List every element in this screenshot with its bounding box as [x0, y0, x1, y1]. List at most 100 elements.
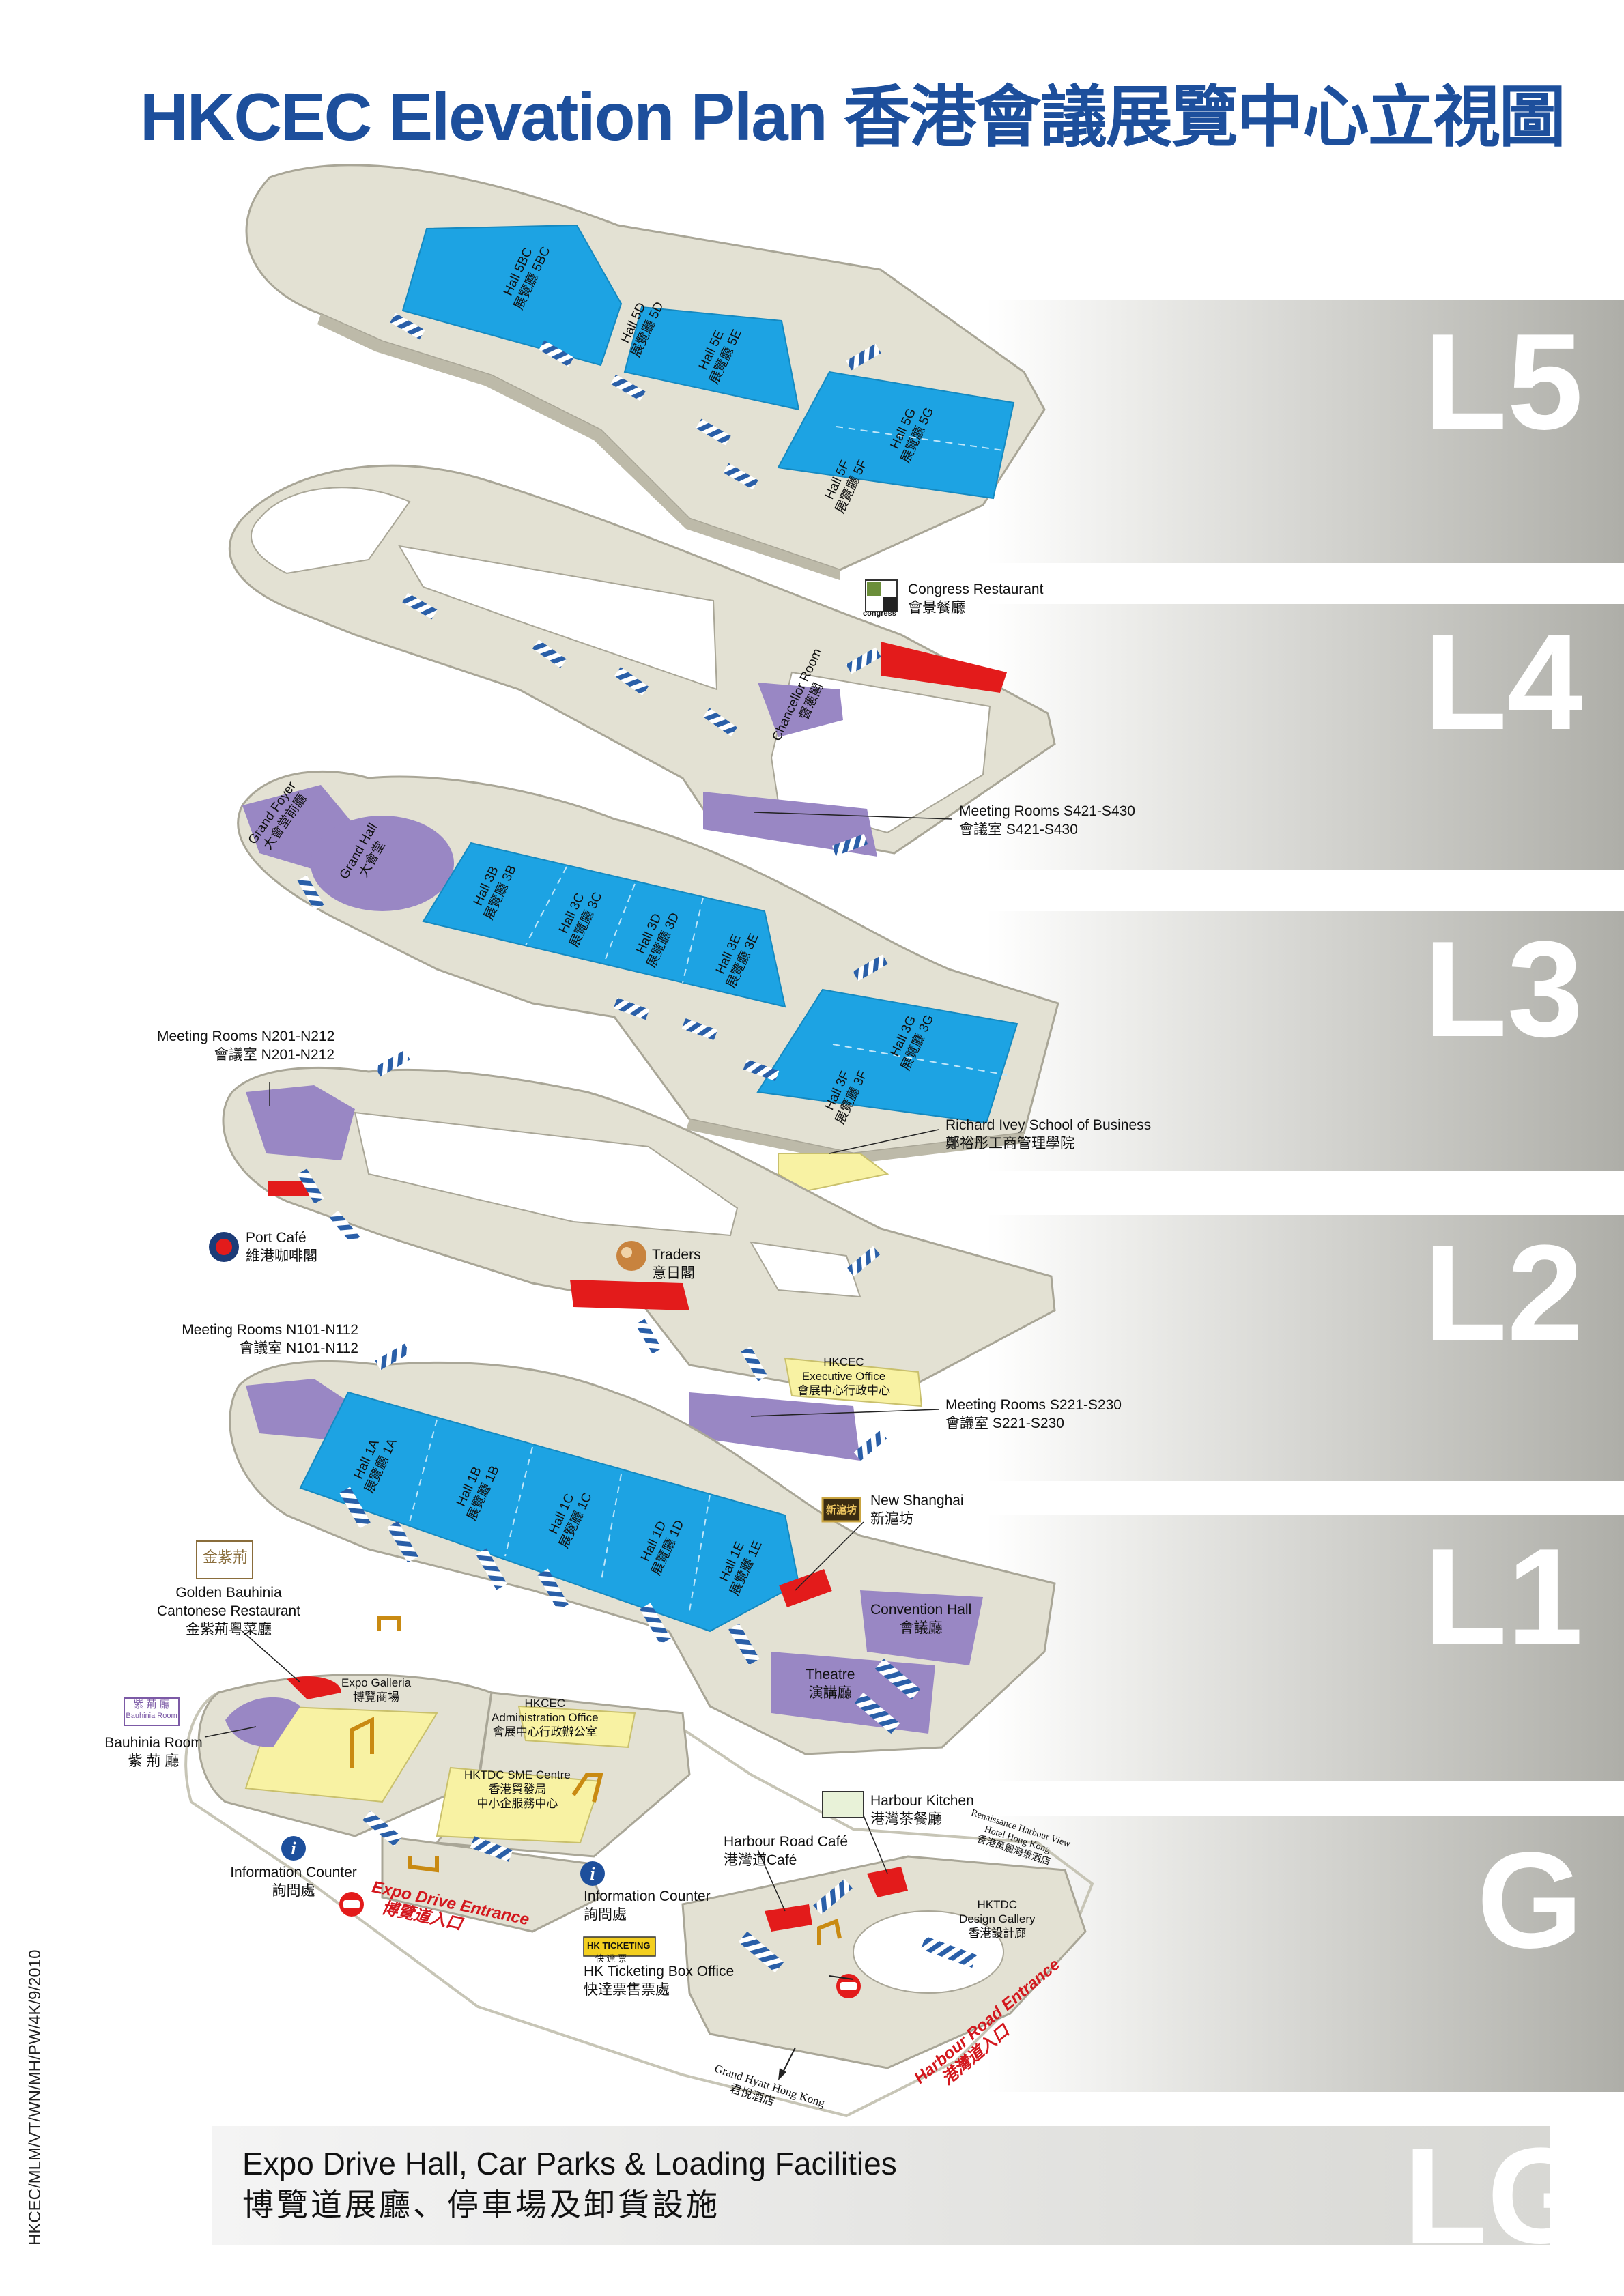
escalator[interactable]: [640, 1603, 671, 1645]
escalator[interactable]: [390, 313, 425, 340]
meeting-rooms-s221-floor[interactable]: [689, 1392, 860, 1461]
escalator[interactable]: [846, 343, 881, 371]
hall-1abcde-floor[interactable]: [299, 1391, 800, 1633]
convention-hall-floor[interactable]: [860, 1590, 983, 1665]
escalator[interactable]: [297, 1168, 324, 1204]
level-label-l1: L1: [1423, 1521, 1583, 1673]
meeting-rooms-n101-floor[interactable]: [246, 1379, 355, 1440]
arrow-icon: [778, 2068, 786, 2080]
car-entrance-icon: [836, 1974, 861, 1998]
hall-5fg-floor[interactable]: [777, 371, 1015, 500]
ticketing-logo-icon: [583, 1936, 656, 1957]
escalator[interactable]: [375, 1343, 410, 1371]
level-label-l5: L5: [1423, 306, 1583, 458]
bauhinia-room-floor[interactable]: [225, 1697, 300, 1747]
escalator[interactable]: [723, 463, 758, 490]
escalator[interactable]: [728, 1623, 760, 1665]
escalator[interactable]: [537, 1568, 569, 1611]
escalator[interactable]: [297, 875, 324, 910]
arrow-icon: [829, 1975, 854, 1980]
congress-restaurant-floor[interactable]: [881, 642, 1007, 693]
escalator[interactable]: [813, 1878, 853, 1915]
escalator[interactable]: [329, 1210, 360, 1244]
escalator[interactable]: [854, 1692, 900, 1734]
hall-5bc-floor[interactable]: [401, 224, 623, 367]
hkcec-executive-office-floor[interactable]: [784, 1357, 923, 1407]
escalator[interactable]: [696, 418, 731, 446]
info-icon[interactable]: i: [580, 1861, 605, 1886]
escalator[interactable]: [470, 1836, 513, 1862]
level-band-l4: L4: [986, 604, 1624, 870]
escalator[interactable]: [476, 1548, 507, 1590]
hall-3fg-floor[interactable]: [756, 988, 1018, 1124]
escalator[interactable]: [853, 1430, 887, 1461]
info-icon[interactable]: i: [281, 1836, 306, 1861]
escalator[interactable]: [920, 1936, 978, 1968]
golden-bauhinia-logo-text: 金紫荊: [202, 1549, 248, 1566]
hall-3bcde-floor[interactable]: [422, 842, 786, 1008]
ivey-school-floor[interactable]: [778, 1153, 889, 1192]
page-title: HKCEC Elevation Plan 香港會議展覽中心立視圖: [140, 79, 1566, 154]
escalator[interactable]: [738, 1931, 784, 1973]
congress-logo-icon: [865, 579, 898, 612]
escalator[interactable]: [846, 1246, 881, 1277]
escalator[interactable]: [387, 1521, 418, 1563]
document-code: HKCEC/MLM/VT/WN/MH/PW/4K/9/2010: [26, 1949, 44, 2245]
escalator[interactable]: [339, 1487, 371, 1529]
escalator[interactable]: [702, 708, 738, 736]
harbour-kitchen-floor[interactable]: [867, 1867, 908, 1897]
level-band-lg: [212, 2126, 1550, 2245]
grand-hall-floor[interactable]: [311, 816, 454, 911]
admin-office-floor[interactable]: [517, 1705, 636, 1749]
meeting-rooms-s421-floor[interactable]: [703, 792, 877, 857]
escalator[interactable]: [532, 640, 567, 668]
escalator[interactable]: [741, 1346, 768, 1381]
escalator[interactable]: [539, 340, 574, 367]
harbour-road-cafe-floor[interactable]: [765, 1904, 812, 1932]
escalator[interactable]: [375, 1050, 410, 1077]
sme-centre-floor[interactable]: [436, 1766, 602, 1844]
escalator[interactable]: [613, 997, 650, 1020]
port-cafe-floor[interactable]: [268, 1181, 309, 1196]
expo-galleria-floor[interactable]: [244, 1705, 438, 1803]
escalator[interactable]: [635, 1319, 662, 1354]
escalator[interactable]: [874, 1658, 921, 1700]
escalator[interactable]: [846, 647, 881, 674]
escalator[interactable]: [831, 833, 868, 857]
lg-description: Expo Drive Hall, Car Parks & Loading Fac…: [242, 2146, 897, 2222]
escalator[interactable]: [402, 592, 438, 620]
new-shanghai-floor[interactable]: [779, 1569, 832, 1607]
escalator[interactable]: [362, 1810, 402, 1847]
golden-bauhinia-logo-icon: [196, 1540, 253, 1579]
car-entrance-icon: [339, 1892, 364, 1917]
hall-5de-floor[interactable]: [623, 306, 800, 411]
escalator[interactable]: [610, 374, 646, 401]
escalator[interactable]: [853, 954, 888, 981]
level-band-g: G: [986, 1816, 1624, 2092]
meeting-rooms-n201-floor[interactable]: [246, 1085, 355, 1160]
chancellor-room-floor[interactable]: [758, 683, 843, 737]
escalator[interactable]: [743, 1059, 780, 1082]
traders-floor[interactable]: [570, 1280, 689, 1310]
escalator[interactable]: [614, 667, 649, 695]
level-band-l5: L5: [986, 300, 1624, 563]
new-shanghai-logo-icon: [821, 1497, 861, 1523]
escalator[interactable]: [681, 1018, 718, 1041]
